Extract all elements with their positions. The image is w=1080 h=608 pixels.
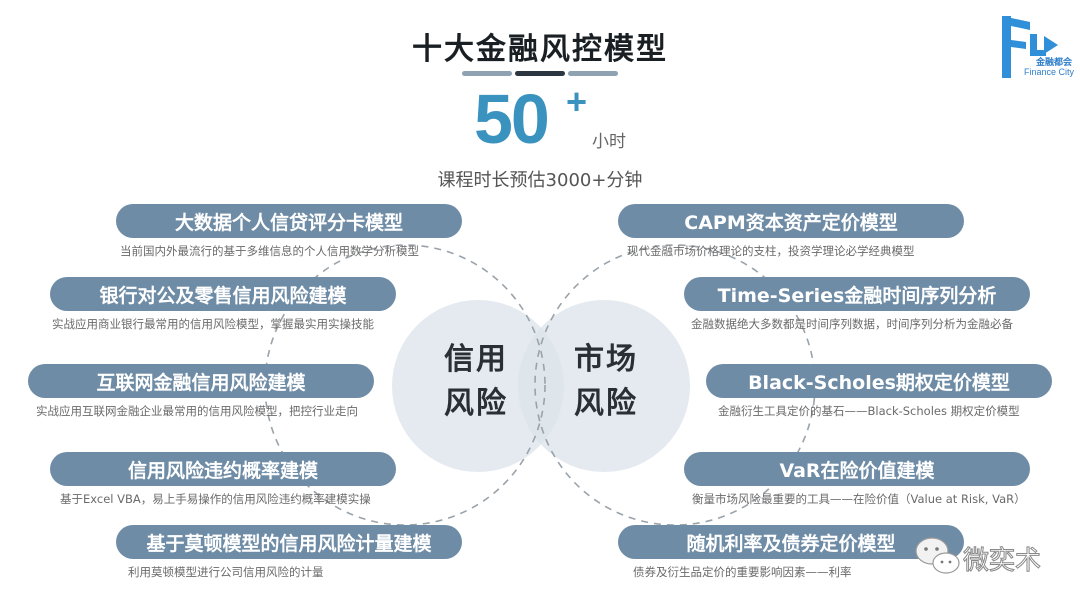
logo-cn-text: 金融都会 xyxy=(1036,58,1073,68)
page-title: 十大金融风控模型 xyxy=(412,32,668,67)
market-model-2-desc: 金融数据绝大多数都是时间序列数据，时间序列分析为金融必备 xyxy=(691,317,1013,331)
credit-model-2-desc: 实战应用商业银行最常用的信用风险模型，掌握最实用实操技能 xyxy=(52,317,374,331)
credit-model-2[interactable]: 银行对公及零售信用风险建模 xyxy=(50,277,396,311)
hours-number: 50 xyxy=(474,80,550,158)
hours-unit: 小时 xyxy=(592,132,626,152)
wechat-icon xyxy=(915,537,960,574)
finance-city-logo-icon xyxy=(1002,16,1058,78)
title-divider-left xyxy=(462,71,512,76)
credit-model-4-desc: 基于Excel VBA，易上手易操作的信用风险违约概率建模实操 xyxy=(60,492,371,506)
market-model-2[interactable]: Time-Series金融时间序列分析 xyxy=(684,277,1030,311)
market-model-5-desc: 债券及衍生品定价的重要影响因素——利率 xyxy=(633,565,852,579)
market-model-3[interactable]: Black-Scholes期权定价模型 xyxy=(706,364,1052,398)
market-model-4-desc: 衡量市场风险最重要的工具——在险价值（Value at Risk, VaR） xyxy=(692,492,1026,506)
market-model-1[interactable]: CAPM资本资产定价模型 xyxy=(618,204,964,238)
credit-model-4[interactable]: 信用风险违约概率建模 xyxy=(50,452,396,486)
credit-model-1[interactable]: 大数据个人信贷评分卡模型 xyxy=(116,204,462,238)
market-risk-label: 市场 风险 xyxy=(574,342,638,421)
market-model-5[interactable]: 随机利率及债券定价模型 xyxy=(618,525,964,559)
logo-en-text: Finance City xyxy=(1024,67,1075,77)
market-model-4[interactable]: VaR在险价值建模 xyxy=(684,452,1030,486)
hours-plus: + xyxy=(566,81,588,122)
credit-model-5[interactable]: 基于莫顿模型的信用风险计量建模 xyxy=(116,525,462,559)
title-divider-right xyxy=(568,71,618,76)
credit-model-3-desc: 实战应用互联网金融企业最常用的信用风险模型，把控行业走向 xyxy=(36,404,358,418)
credit-model-3[interactable]: 互联网金融信用风险建模 xyxy=(28,364,374,398)
title-divider-center xyxy=(515,71,565,76)
market-model-3-desc: 金融衍生工具定价的基石——Black-Scholes 期权定价模型 xyxy=(718,404,1020,418)
course-duration-subtitle: 课程时长预估3000+分钟 xyxy=(437,170,643,191)
market-model-1-desc: 现代金融市场价格理论的支柱，投资学理论必学经典模型 xyxy=(627,244,915,258)
credit-model-1-desc: 当前国内外最流行的基于多维信息的个人信用数学分析模型 xyxy=(120,244,419,258)
credit-risk-label: 信用 风险 xyxy=(444,342,508,421)
watermark-text: 微奕术 xyxy=(962,546,1042,577)
credit-model-5-desc: 利用莫顿模型进行公司信用风险的计量 xyxy=(128,565,324,579)
